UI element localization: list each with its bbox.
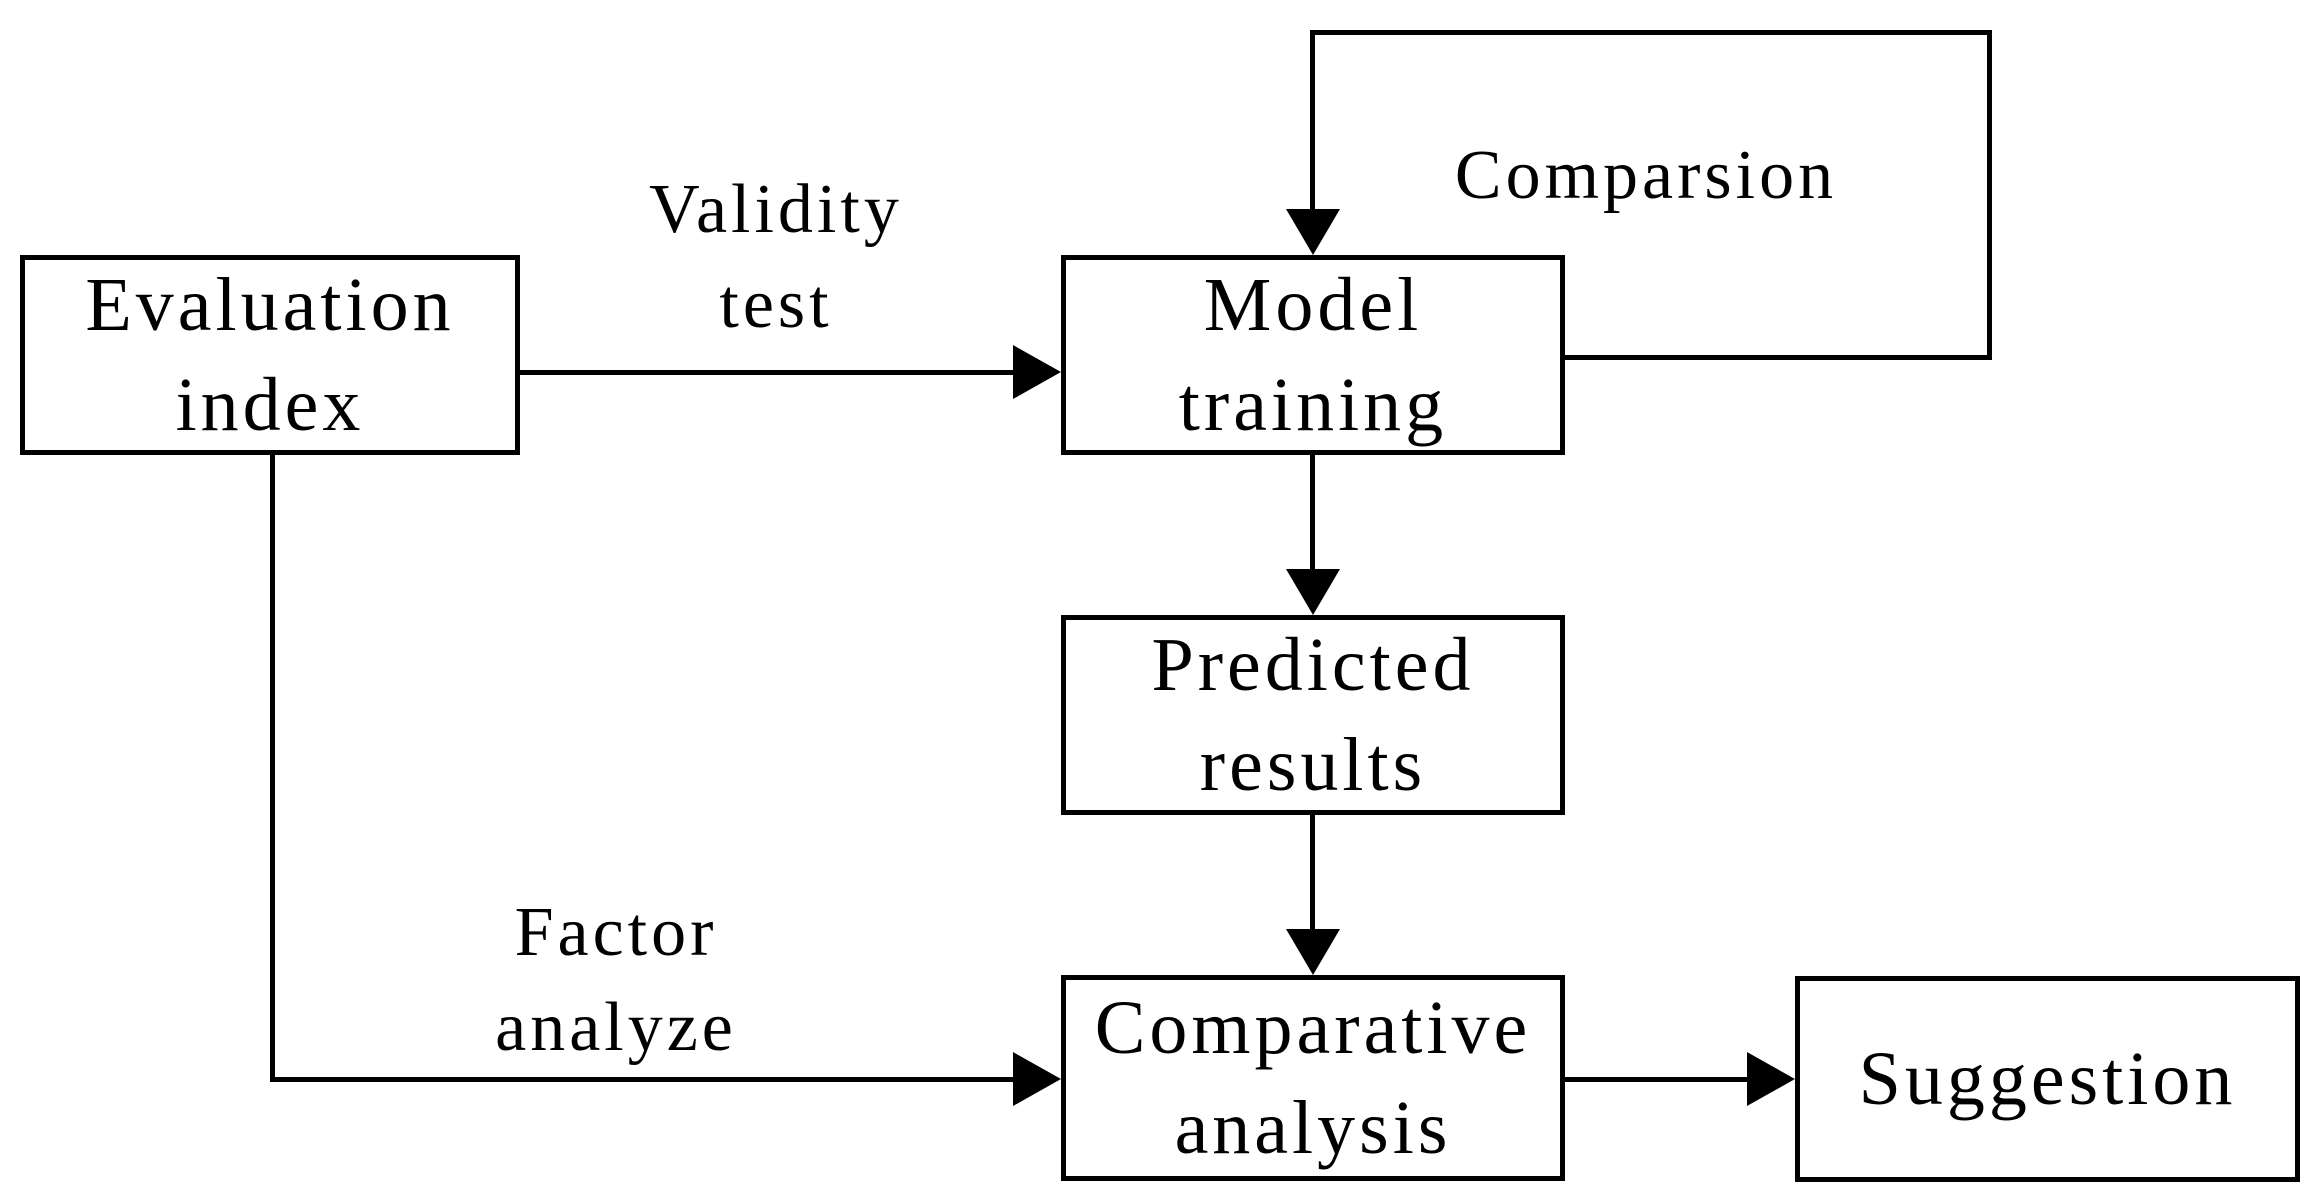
connector-predicted-to-comparative-line: [1310, 815, 1315, 930]
node-suggestion: Suggestion: [1795, 976, 2300, 1182]
edge-label-comparsion-line1: Comparsion: [1454, 137, 1838, 214]
edge-label-validity-test-line1: Validity: [649, 171, 903, 248]
connector-factor-analyze-horizontal: [270, 1077, 1015, 1082]
connector-comparsion-loop-right: [1987, 30, 1992, 360]
node-comparative-analysis: Comparative analysis: [1061, 975, 1565, 1181]
connector-comparsion-loop-top: [1310, 30, 1992, 35]
connector-model-to-predicted-line: [1310, 455, 1315, 570]
connector-comparative-to-suggestion-line: [1565, 1077, 1749, 1082]
connector-comparsion-loop-left: [1310, 30, 1315, 210]
arrowhead-right-into-suggestion-icon: [1747, 1052, 1795, 1106]
edge-label-comparsion: Comparsion: [1396, 128, 1896, 223]
node-predicted-results-label-line1: Predicted: [1151, 623, 1475, 707]
node-suggestion-label: Suggestion: [1858, 1037, 2237, 1121]
arrowhead-down-into-predicted-results-icon: [1286, 569, 1340, 615]
node-model-training: Model training: [1061, 255, 1565, 455]
node-evaluation-index-label-line2: index: [175, 363, 365, 447]
node-comparative-analysis-label-line1: Comparative: [1094, 986, 1532, 1070]
connector-factor-analyze-vertical: [270, 455, 275, 1080]
node-comparative-analysis-label-line2: analysis: [1174, 1086, 1452, 1170]
node-evaluation-index-label-line1: Evaluation: [85, 263, 455, 347]
node-predicted-results: Predicted results: [1061, 615, 1565, 815]
node-predicted-results-label-line2: results: [1199, 723, 1427, 807]
arrowhead-right-into-model-training-icon: [1013, 345, 1061, 399]
arrowhead-right-into-comparative-analysis-icon: [1013, 1052, 1061, 1106]
edge-label-validity-test: Validity test: [576, 162, 976, 352]
edge-label-factor-analyze: Factor analyze: [416, 885, 816, 1075]
edge-label-validity-test-line2: test: [719, 266, 833, 343]
edge-label-factor-analyze-line2: analyze: [495, 989, 737, 1066]
node-model-training-label-line2: training: [1178, 363, 1448, 447]
node-evaluation-index: Evaluation index: [20, 255, 520, 455]
connector-validity-test-line: [520, 370, 1015, 375]
connector-comparsion-loop-bottom: [1565, 355, 1992, 360]
arrowhead-down-into-comparative-analysis-icon: [1286, 929, 1340, 975]
arrowhead-down-into-model-training-icon: [1286, 209, 1340, 255]
node-model-training-label-line1: Model: [1203, 263, 1423, 347]
edge-label-factor-analyze-line1: Factor: [514, 894, 718, 971]
